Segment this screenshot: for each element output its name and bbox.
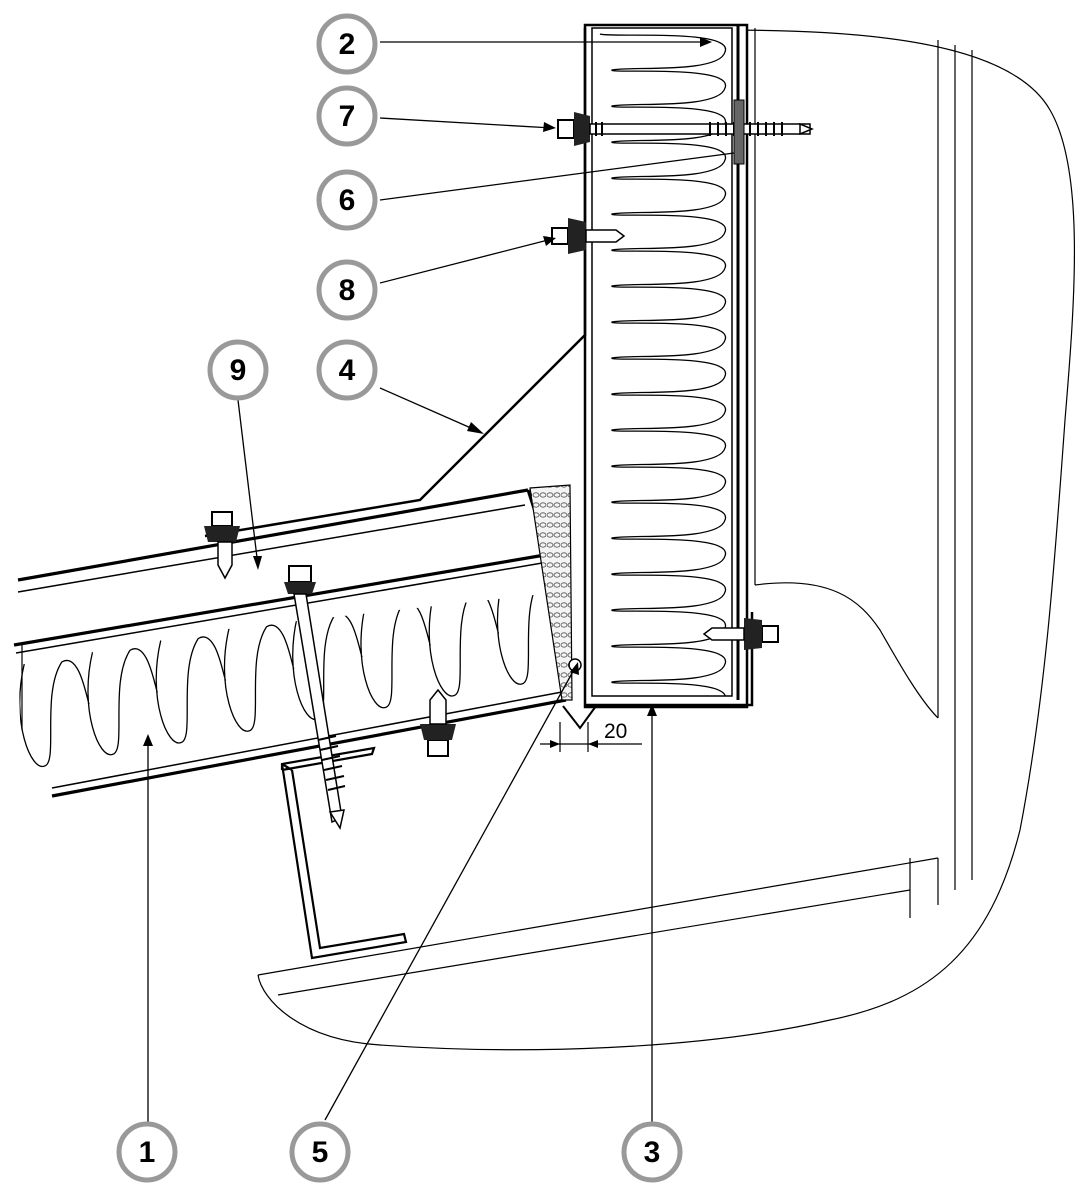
- dimension-20mm: 20: [540, 720, 642, 752]
- leader-arrows: [143, 37, 712, 746]
- svg-text:4: 4: [339, 354, 356, 387]
- leader-lines: [147, 41, 735, 1123]
- callout-4: 4: [316, 339, 378, 401]
- callout-8: 8: [316, 259, 378, 321]
- svg-text:1: 1: [139, 1136, 156, 1169]
- flashing-drip: [562, 705, 597, 730]
- svg-text:2: 2: [339, 28, 356, 61]
- long-roof-screw: [284, 565, 346, 830]
- svg-text:5: 5: [312, 1136, 329, 1169]
- roof-insulation-waves: [19, 593, 566, 768]
- svg-text:3: 3: [644, 1136, 661, 1169]
- ridge-flashing: [204, 28, 587, 538]
- wall-spacer-6: [733, 99, 745, 165]
- callout-3: 3: [621, 1121, 683, 1183]
- purlin-screw: [420, 688, 456, 757]
- svg-text:8: 8: [339, 274, 356, 307]
- callout-6: 6: [316, 169, 378, 231]
- flashing-screw-roof: [204, 511, 240, 580]
- callout-9: 9: [207, 339, 269, 401]
- flashing-screw-8: [551, 218, 626, 254]
- wall-insulation-waves: [599, 33, 726, 696]
- callout-5: 5: [289, 1121, 351, 1183]
- z-purlin: [280, 746, 408, 960]
- callout-7: 7: [316, 85, 378, 147]
- callout-1: 1: [116, 1121, 178, 1183]
- svg-text:9: 9: [230, 354, 247, 387]
- long-wall-screw-7: [557, 112, 814, 146]
- detail-boundary-outline: [257, 29, 1075, 1051]
- svg-text:6: 6: [339, 184, 356, 217]
- wall-base-screw: [702, 618, 779, 650]
- callout-2: 2: [316, 13, 378, 75]
- svg-text:7: 7: [339, 100, 356, 133]
- wall-sandwich-panel: [583, 23, 749, 709]
- dimension-label: 20: [604, 720, 627, 743]
- background-structure: [257, 28, 973, 996]
- roof-sandwich-panel: [13, 488, 567, 798]
